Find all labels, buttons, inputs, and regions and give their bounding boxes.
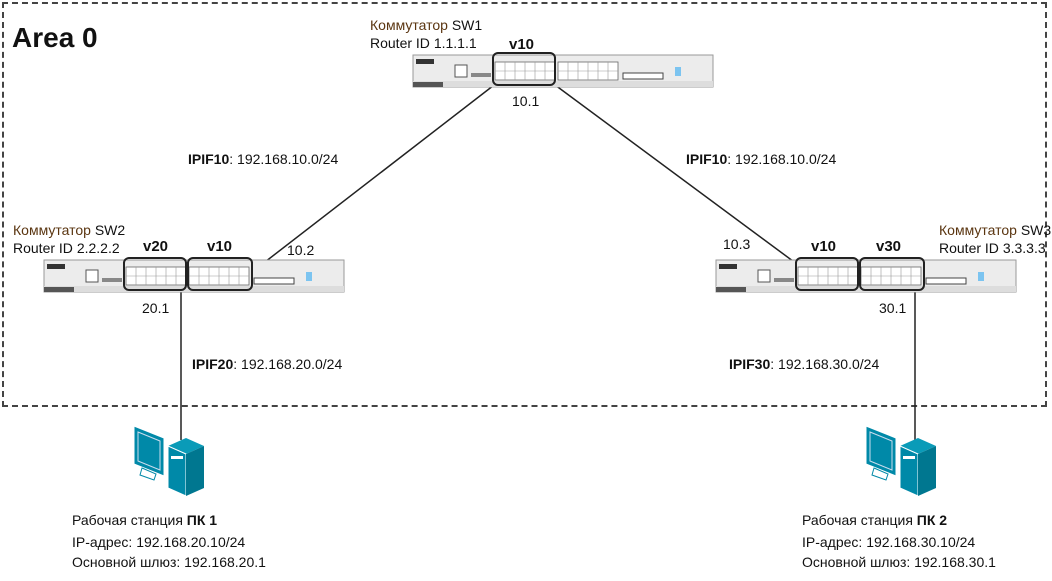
ipif-subnet: : 192.168.30.0/24 — [770, 356, 880, 372]
sw2-label: Коммутатор SW2 — [13, 222, 125, 239]
sw3-label: Коммутатор SW3 — [939, 222, 1051, 239]
ipif-name: IPIF20 — [192, 356, 234, 372]
vlan20-port-group — [123, 257, 187, 291]
link-label-sw1-sw3: IPIF10: 192.168.10.0/24 — [686, 151, 836, 168]
switch-type-label: Коммутатор — [939, 222, 1017, 238]
workstation-icon — [865, 425, 937, 497]
router-id-value: 1.1.1.1 — [433, 35, 477, 51]
link-sw1-sw2 — [251, 81, 499, 273]
sw3-vlan-v30: v30 — [876, 238, 902, 255]
sw1-router-id: Router ID 1.1.1.1 — [370, 35, 477, 52]
router-id-label: Router ID — [939, 240, 999, 256]
pc2-title: Рабочая станция ПК 2 — [802, 512, 947, 529]
ipif-name: IPIF10 — [686, 151, 728, 167]
sw2-vlan-v10: v10 — [207, 238, 233, 255]
pc2-ip: IP-адрес: 192.168.30.10/24 — [802, 534, 976, 550]
sw1-label: Коммутатор SW1 — [370, 17, 482, 34]
sw2-vlan-v20: v20 — [143, 238, 169, 255]
pc-name: ПК 2 — [916, 512, 948, 528]
sw3-vlan-v10: v10 — [811, 238, 837, 255]
area-label: Area 0 — [12, 22, 98, 53]
sw2-router-id: Router ID 2.2.2.2 — [13, 240, 120, 257]
pc1-gateway: Основной шлюз: 192.168.20.1 — [72, 554, 266, 570]
dlink-switch-icon — [715, 257, 1017, 293]
switch-name: SW2 — [94, 222, 126, 238]
ipif-subnet: : 192.168.20.0/24 — [233, 356, 343, 372]
ipif-name: IPIF10 — [188, 151, 230, 167]
sw3-ip-10-3: 10.3 — [723, 236, 751, 252]
sw2-ip-20-1: 20.1 — [142, 300, 170, 316]
router-id-value: 3.3.3.3 — [1002, 240, 1046, 256]
pc1-ip: IP-адрес: 192.168.20.10/24 — [72, 534, 246, 550]
workstation-icon — [133, 425, 205, 497]
vlan10-port-group — [187, 257, 253, 291]
router-id-value: 2.2.2.2 — [76, 240, 120, 256]
vlan10-port-group — [492, 52, 556, 86]
link-label-sw1-sw2: IPIF10: 192.168.10.0/24 — [188, 151, 338, 168]
router-id-label: Router ID — [370, 35, 430, 51]
switch-name: SW1 — [451, 17, 483, 33]
sw3-ip-30-1: 30.1 — [879, 300, 907, 316]
vlan30-port-group — [859, 257, 925, 291]
switch-type-label: Коммутатор — [13, 222, 91, 238]
pc2-gateway: Основной шлюз: 192.168.30.1 — [802, 554, 996, 570]
ipif-subnet: : 192.168.10.0/24 — [229, 151, 339, 167]
dlink-switch-icon — [412, 52, 714, 88]
vlan10-port-group — [795, 257, 859, 291]
pc-type-label: Рабочая станция — [72, 512, 183, 528]
sw1-ip-10-1: 10.1 — [512, 93, 540, 109]
pc-name: ПК 1 — [186, 512, 218, 528]
link-sw1-sw3 — [550, 81, 806, 271]
ospf-area-boundary — [2, 2, 1047, 407]
pc-type-label: Рабочая станция — [802, 512, 913, 528]
pc1-title: Рабочая станция ПК 1 — [72, 512, 217, 529]
link-label-sw2-pc1: IPIF20: 192.168.20.0/24 — [192, 356, 342, 373]
switch-type-label: Коммутатор — [370, 17, 448, 33]
sw1-vlan-v10: v10 — [509, 36, 535, 53]
ipif-subnet: : 192.168.10.0/24 — [727, 151, 837, 167]
sw3-router-id: Router ID 3.3.3.3 — [939, 240, 1046, 257]
router-id-label: Router ID — [13, 240, 73, 256]
ipif-name: IPIF30 — [729, 356, 771, 372]
dlink-switch-icon — [43, 257, 345, 293]
link-label-sw3-pc2: IPIF30: 192.168.30.0/24 — [729, 356, 879, 373]
sw2-ip-10-2: 10.2 — [287, 242, 315, 258]
switch-name: SW3 — [1020, 222, 1052, 238]
